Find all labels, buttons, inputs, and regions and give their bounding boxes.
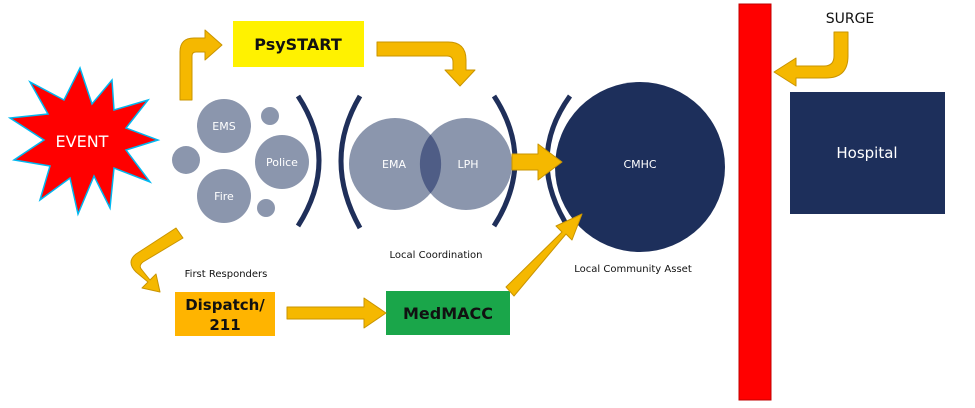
ema-circle	[349, 118, 441, 210]
cmhc-label: CMHC	[623, 158, 656, 171]
hospital-node: Hospital	[790, 92, 945, 214]
medmacc-node: MedMACC	[386, 291, 510, 335]
dispatch-line1: Dispatch/	[185, 296, 265, 314]
cmhc-node: CMHC Local Community Asset	[555, 82, 725, 275]
event-node: EVENT	[7, 66, 161, 217]
venn-overlap	[419, 134, 442, 194]
local-coordination-caption: Local Coordination	[390, 250, 483, 261]
dispatch-box	[175, 292, 275, 336]
local-coordination-venn: EMA LPH Local Coordination	[349, 118, 512, 261]
psystart-node: PsySTART	[233, 21, 364, 67]
arrow-dispatch-to-medmacc	[286, 297, 387, 329]
cmhc-caption: Local Community Asset	[574, 264, 692, 275]
police-label: Police	[266, 156, 298, 169]
small-circle	[261, 107, 279, 125]
ema-label: EMA	[382, 158, 406, 171]
surge-barrier	[738, 3, 772, 401]
first-responders-cluster: EMS Police Fire First Responders	[172, 99, 309, 280]
hospital-label: Hospital	[836, 144, 897, 162]
event-label: EVENT	[56, 132, 109, 151]
police-circle	[255, 135, 309, 189]
small-circle	[172, 146, 200, 174]
medmacc-label: MedMACC	[403, 304, 493, 323]
lph-circle	[420, 118, 512, 210]
hospital-box	[790, 92, 945, 214]
arrow-medmacc-to-cmhc	[505, 213, 583, 297]
first-responders-caption: First Responders	[185, 269, 268, 280]
surge-label: SURGE	[826, 11, 875, 27]
dispatch-node: Dispatch/ 211	[175, 292, 275, 336]
psystart-box	[233, 21, 364, 67]
event-starburst	[7, 66, 161, 217]
dispatch-line2: 211	[209, 316, 240, 334]
small-circle	[257, 199, 275, 217]
cmhc-circle	[555, 82, 725, 252]
bracket-left-2	[338, 94, 363, 230]
arrow-surge	[773, 31, 849, 87]
fire-label: Fire	[214, 190, 234, 203]
bracket-left-1	[295, 94, 322, 228]
arrow-lph-to-cmhc	[511, 143, 563, 181]
lph-label: LPH	[457, 158, 478, 171]
ems-circle	[197, 99, 251, 153]
arrow-to-dispatch	[130, 227, 184, 293]
arrow-psystart-down	[376, 41, 476, 87]
medmacc-box	[386, 291, 510, 335]
psystart-label: PsySTART	[254, 35, 342, 54]
fire-circle	[197, 169, 251, 223]
arrow-to-psystart	[179, 29, 223, 101]
ems-label: EMS	[212, 120, 235, 133]
